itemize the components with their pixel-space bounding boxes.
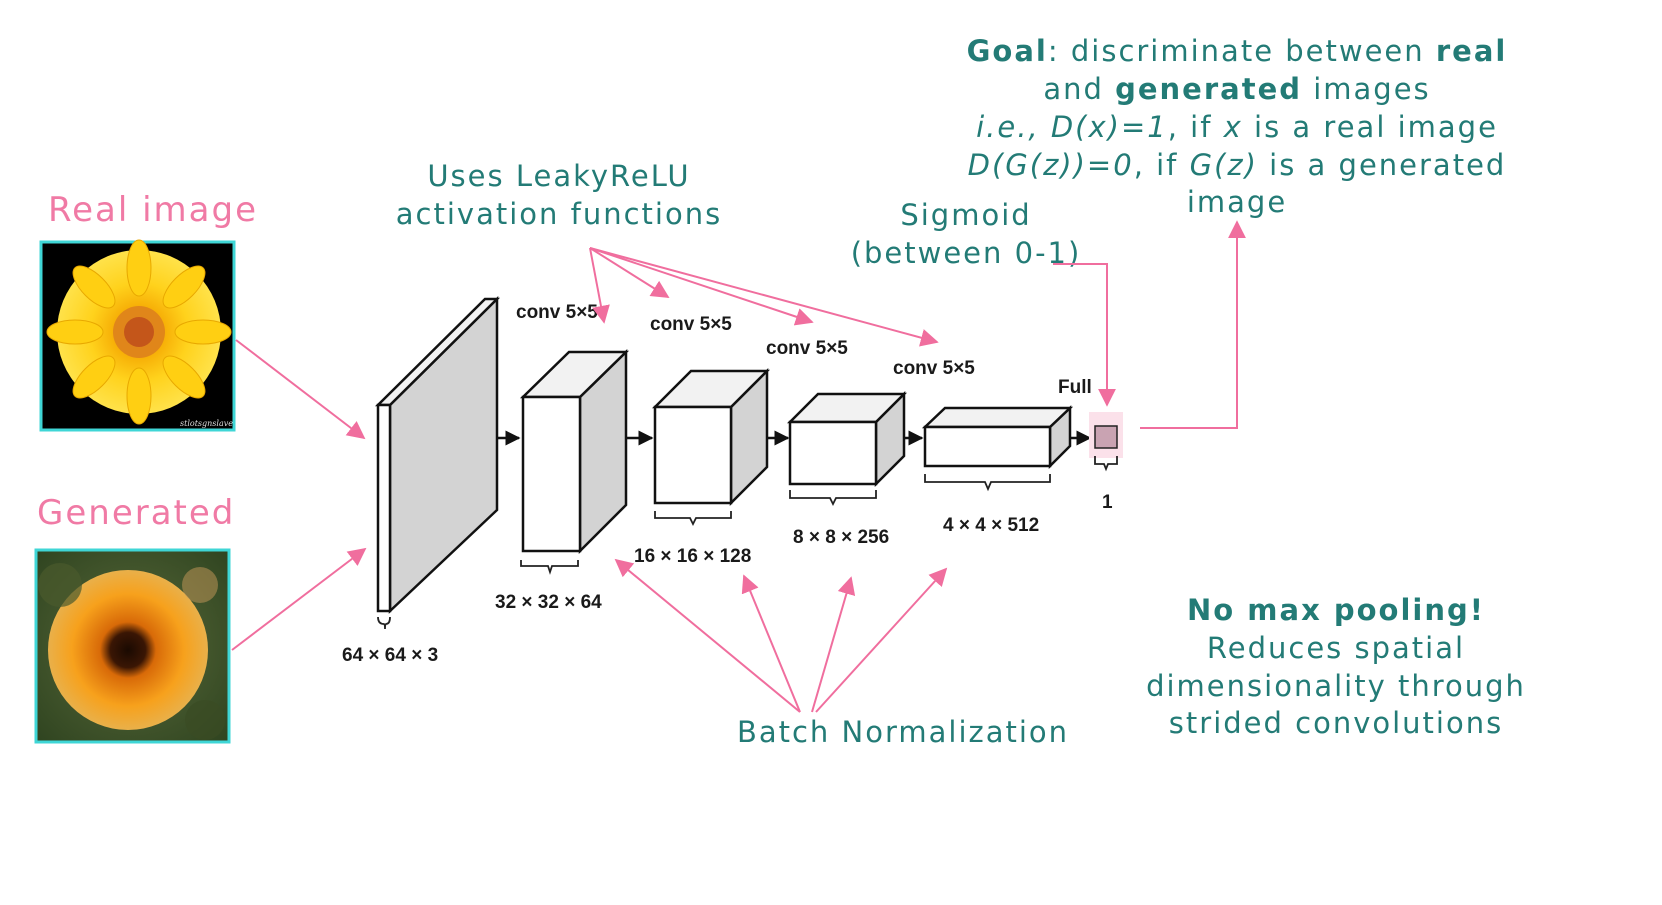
pooling-note-line3: strided convolutions	[1169, 706, 1503, 740]
leaky-relu-line1: Uses LeakyReLU	[427, 159, 690, 193]
real-image: stlotsgnslave	[39, 239, 236, 432]
real-image-label: Real image	[48, 190, 258, 230]
goal-line3: i.e., D(x)=1, if x is a real image	[976, 110, 1498, 144]
dim-label-conv4: 4 × 4 × 512	[943, 515, 1039, 536]
real-to-input-arrow	[235, 339, 366, 440]
sigmoid-line1: Sigmoid	[900, 198, 1031, 232]
goal-line2-bold: generated	[1115, 72, 1302, 106]
input-layer-block	[374, 296, 501, 614]
pooling-note: No max pooling! Reduces spatial dimensio…	[1146, 593, 1526, 740]
generated-to-input-arrow	[231, 547, 367, 651]
conv3-dim-brace	[789, 490, 877, 507]
goal-line1-bold2: real	[1436, 34, 1507, 68]
goal-line3-rest: , if	[1168, 110, 1224, 144]
pooling-note-line2: dimensionality through	[1146, 669, 1526, 703]
conv-label-1: conv 5×5	[516, 302, 598, 323]
output-dim-brace	[1094, 456, 1118, 472]
goal-line3-ital1: i.e., D(x)=1	[976, 110, 1168, 144]
goal-line4-rest: , if	[1134, 148, 1190, 182]
conv-block-4	[921, 405, 1074, 470]
dim-label-input: 64 × 64 × 3	[342, 645, 438, 666]
dim-label-output: 1	[1102, 492, 1113, 513]
generated-image	[34, 548, 231, 744]
conv-block-3	[786, 390, 908, 488]
goal-line1: Goal: discriminate between real	[967, 34, 1508, 68]
leaky-relu-line2: activation functions	[396, 197, 722, 231]
conv-label-3: conv 5×5	[766, 338, 848, 359]
goal-line1-bold: Goal	[967, 34, 1048, 68]
goal-line3-end: is a real image	[1243, 110, 1498, 144]
real-flower-picture	[46, 239, 232, 425]
leaky-relu-arrows	[589, 247, 939, 347]
conv2-dim-brace	[654, 511, 732, 527]
pooling-note-line1: Reduces spatial	[1207, 631, 1465, 665]
goal-line2: and generated images	[1043, 72, 1430, 106]
dim-label-conv2: 16 × 16 × 128	[634, 546, 751, 567]
goal-line3-ital2: x	[1223, 110, 1243, 144]
goal-line1-rest: : discriminate between	[1048, 34, 1436, 68]
generated-image-label: Generated	[37, 493, 235, 533]
pooling-note-title: No max pooling!	[1187, 593, 1485, 627]
dim-label-conv3: 8 × 8 × 256	[793, 527, 889, 548]
input-dim-brace	[377, 616, 391, 630]
conv-block-1	[519, 349, 630, 555]
sigmoid-line2: (between 0-1)	[851, 236, 1082, 270]
sigmoid-arrow	[1053, 263, 1116, 407]
batch-norm-arrows	[614, 558, 948, 713]
generated-flower-picture	[38, 563, 225, 740]
full-label: Full	[1058, 377, 1092, 398]
dim-label-conv1: 32 × 32 × 64	[495, 592, 602, 613]
conv4-dim-brace	[924, 474, 1051, 492]
output-to-goal-arrow	[1140, 220, 1246, 429]
goal-line4: D(G(z))=0, if G(z) is a generated	[968, 148, 1507, 182]
goal-line5: image	[1187, 185, 1287, 219]
goal-line2-pre: and	[1043, 72, 1115, 106]
goal-line4-ital1: D(G(z))=0	[968, 148, 1134, 182]
conv-label-4: conv 5×5	[893, 358, 975, 379]
output-unit	[1089, 412, 1123, 458]
goal-description: Goal: discriminate between real and gene…	[967, 34, 1508, 219]
goal-line4-end: is a generated	[1258, 148, 1506, 182]
batch-norm-label: Batch Normalization	[737, 715, 1069, 749]
conv-block-2	[651, 367, 771, 507]
goal-line2-post: images	[1302, 72, 1431, 106]
goal-line4-ital2: G(z)	[1190, 148, 1258, 182]
conv1-dim-brace	[520, 560, 579, 575]
conv-label-2: conv 5×5	[650, 314, 732, 335]
real-image-watermark: stlotsgnslave	[180, 419, 233, 428]
